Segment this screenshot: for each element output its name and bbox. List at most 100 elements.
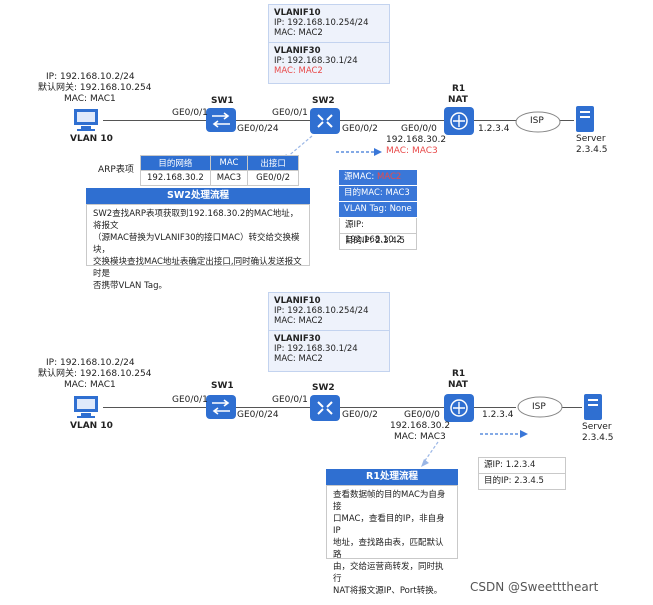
arp-row: 192.168.30.2 MAC3 GE0/0/2 — [140, 170, 300, 186]
vlanif30-mac: MAC: MAC2 — [274, 66, 323, 76]
arp-cell-interface: GE0/0/2 — [247, 170, 300, 186]
r1-label: R1 — [452, 369, 466, 379]
link-isp-server — [560, 120, 574, 121]
pc-ip: IP: 192.168.10.2/24 — [46, 72, 135, 82]
sw1-port-left: GE0/0/1 — [172, 395, 208, 405]
r1-process-box: 查看数据帧的目的MAC为自身接 口MAC，查看目的IP，非自身IP 地址，查找路… — [326, 485, 458, 596]
packet-direction-arrow — [336, 148, 382, 156]
arp-header-row: 目的网络 MAC 出接口 — [140, 155, 300, 171]
vlanif10-mac: MAC: MAC2 — [274, 28, 323, 38]
packet-src-mac: 源MAC: MAC2 — [339, 170, 417, 186]
r1-process-line: 由，交给运营商转发，同时执行 — [333, 562, 444, 584]
pc-gateway: 默认网关: 192.168.10.254 — [38, 369, 152, 379]
vlanif10-box: VLANIF10 IP: 192.168.10.254/24 MAC: MAC2 — [268, 4, 390, 46]
link-sw1-sw2 — [236, 407, 310, 408]
packet-src-mac-label: 源MAC: — [344, 172, 377, 182]
r1-mac: MAC: MAC3 — [394, 432, 446, 442]
sw2-icon — [310, 108, 340, 134]
sw1-label: SW1 — [211, 381, 234, 391]
arp-cell-network: 192.168.30.2 — [140, 170, 211, 186]
packet-src-mac-value: MAC2 — [377, 172, 402, 182]
isp-label: ISP — [530, 116, 544, 126]
r1-mac: MAC: MAC3 — [386, 146, 438, 156]
sw2-label: SW2 — [312, 96, 335, 106]
vlanif30-box: VLANIF30 IP: 192.168.30.1/24 MAC: MAC2 — [268, 42, 390, 84]
arp-header-interface: 出接口 — [247, 155, 300, 171]
packet-dst-mac: 目的MAC: MAC3 — [339, 186, 417, 202]
arp-cell-mac: MAC3 — [209, 170, 249, 186]
vlanif10-ip: IP: 192.168.10.254/24 — [274, 18, 369, 28]
pc-gateway: 默认网关: 192.168.10.254 — [38, 83, 152, 93]
link-pc-sw1 — [103, 407, 206, 408]
arp-header-mac: MAC — [209, 155, 249, 171]
watermark: CSDN @Sweetttheart — [470, 580, 599, 594]
server-label: Server — [582, 422, 612, 432]
sw1-icon — [206, 395, 236, 419]
r1-process-line: 地址，查找路由表，匹配默认路 — [333, 538, 444, 560]
vlanif30-ip: IP: 192.168.30.1/24 — [274, 344, 358, 354]
r1-router-icon — [444, 107, 474, 135]
r1-process-line: NAT将报文源IP、Port转换。 — [333, 586, 443, 596]
pc-icon — [74, 109, 98, 131]
pc-vlan: VLAN 10 — [70, 134, 113, 144]
packet-src-ip: 源IP: 192.168.10.2 — [339, 218, 417, 245]
sw2-process-line: （源MAC替换为VLANIF30的接口MAC）转交给交换模块， — [93, 233, 300, 255]
sw1-label: SW1 — [211, 96, 234, 106]
server-ip: 2.3.4.5 — [582, 433, 614, 443]
packet-header-stack: 源MAC: MAC2 目的MAC: MAC3 VLAN Tag: None 源I… — [339, 170, 417, 250]
sw1-port-left: GE0/0/1 — [172, 108, 208, 118]
vlanif30-title: VLANIF30 — [274, 46, 321, 56]
arp-header-network: 目的网络 — [140, 155, 211, 171]
sw2-port-left: GE0/0/1 — [272, 395, 308, 405]
vlanif10-mac: MAC: MAC2 — [274, 316, 323, 326]
r1-sub: NAT — [448, 380, 468, 390]
packet-dst-ip: 目的IP: 2.3.4.5 — [339, 234, 417, 250]
r1-port: GE0/0/0 — [401, 124, 437, 134]
vlanif10-box: VLANIF10 IP: 192.168.10.254/24 MAC: MAC2 — [268, 292, 390, 334]
isp-cloud-icon — [515, 111, 561, 133]
pc-mac: MAC: MAC1 — [64, 94, 116, 104]
sw1-icon — [206, 108, 236, 132]
pc-ip: IP: 192.168.10.2/24 — [46, 358, 135, 368]
link-pc-sw1 — [103, 120, 206, 121]
packet-dst-ip: 目的IP: 2.3.4.5 — [478, 474, 566, 490]
sw2-port-right: GE0/0/2 — [342, 410, 378, 420]
link-r1-isp — [474, 120, 516, 121]
pc-vlan: VLAN 10 — [70, 421, 113, 431]
sw2-icon — [310, 395, 340, 421]
isp-label: ISP — [532, 402, 546, 412]
packet-direction-arrow — [480, 430, 528, 438]
pc-mac: MAC: MAC1 — [64, 380, 116, 390]
r1-port: GE0/0/0 — [404, 410, 440, 420]
packet-vlan-tag: VLAN Tag: None — [339, 202, 417, 218]
r1-wan-ip: 1.2.3.4 — [478, 124, 510, 134]
vlanif10-title: VLANIF10 — [274, 296, 321, 306]
packet-header-stack: 源IP: 1.2.3.4 目的IP: 2.3.4.5 — [478, 457, 566, 490]
link-r1-isp — [474, 407, 516, 408]
r1-sub: NAT — [448, 95, 468, 105]
r1-ip: 192.168.30.2 — [390, 421, 451, 431]
sw2-port-right: GE0/0/2 — [342, 124, 378, 134]
isp-cloud-icon — [517, 396, 563, 418]
vlanif30-title: VLANIF30 — [274, 334, 321, 344]
packet-src-ip: 源IP: 1.2.3.4 — [478, 457, 566, 474]
link-sw2-r1 — [340, 120, 444, 121]
sw2-port-left: GE0/0/1 — [272, 108, 308, 118]
pc-icon — [74, 396, 98, 418]
vlanif30-ip: IP: 192.168.30.1/24 — [274, 56, 358, 66]
r1-process-line: 查看数据帧的目的MAC为自身接 — [333, 490, 446, 512]
vlanif30-box: VLANIF30 IP: 192.168.30.1/24 MAC: MAC2 — [268, 330, 390, 372]
link-sw2-r1 — [340, 407, 444, 408]
r1-process-line: 口MAC，查看目的IP，非自身IP — [333, 514, 445, 536]
r1-ip: 192.168.30.2 — [386, 135, 447, 145]
sw2-process-line: 否携带VLAN Tag。 — [93, 281, 168, 291]
sw1-port-right: GE0/0/24 — [237, 410, 279, 420]
server-icon — [584, 394, 602, 420]
sw2-process-title: SW2处理流程 — [86, 188, 310, 204]
r1-router-icon — [444, 394, 474, 422]
r1-process-arrow — [421, 441, 439, 467]
r1-process-title: R1处理流程 — [326, 469, 458, 485]
r1-label: R1 — [452, 84, 466, 94]
sw1-port-right: GE0/0/24 — [237, 124, 279, 134]
server-label: Server — [576, 134, 606, 144]
